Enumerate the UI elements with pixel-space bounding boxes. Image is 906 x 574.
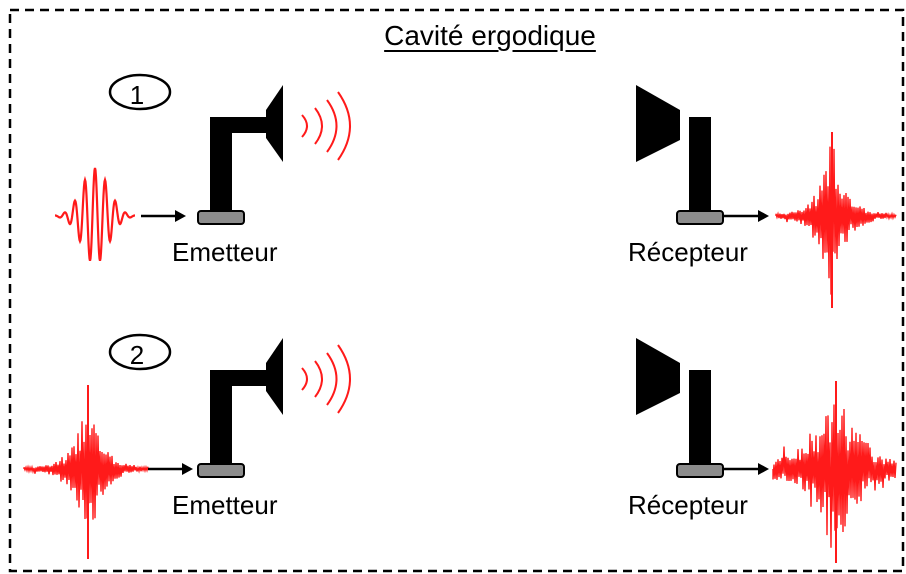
step-1-number-badge bbox=[108, 73, 172, 111]
step-2-received-focused-signal bbox=[772, 404, 897, 548]
step-2-sound-wave-1 bbox=[301, 367, 308, 391]
step-2-output-arrow-right-icon bbox=[758, 463, 769, 475]
step-2-emitter-label: Emetteur bbox=[172, 490, 278, 520]
step-1-input-pulse bbox=[55, 167, 135, 261]
step-1-emitter-stand bbox=[210, 117, 266, 216]
step-2-emitter-horn-icon bbox=[266, 338, 283, 415]
step-2-input-reversed-signal bbox=[23, 421, 149, 520]
step-1-receiver-base bbox=[676, 210, 724, 225]
step-2-receiver-horn-icon bbox=[636, 338, 680, 415]
step-2-emitter-base bbox=[197, 463, 245, 478]
cavity-boundary bbox=[8, 8, 905, 573]
step-1-number: 1 bbox=[129, 80, 145, 110]
step-1-emitter-horn-icon bbox=[266, 85, 283, 162]
step-2-receiver-base bbox=[676, 463, 724, 478]
step-1-receiver-stand bbox=[689, 117, 711, 216]
step-2-emitter-stand bbox=[210, 370, 266, 469]
step-2-number: 2 bbox=[129, 340, 145, 370]
step-2-sound-wave-4 bbox=[337, 344, 351, 414]
step-2-receiver-label: Récepteur bbox=[628, 490, 748, 520]
step-1-sound-wave-1 bbox=[301, 114, 308, 138]
step-1-input-arrow-right-icon bbox=[175, 210, 186, 222]
step-2-number-badge bbox=[108, 333, 172, 371]
step-1-receiver-label: Récepteur bbox=[628, 237, 748, 267]
step-1-receiver-horn-icon bbox=[636, 85, 680, 162]
step-2-sound-wave-3 bbox=[326, 352, 338, 406]
step-1-emitter-label: Emetteur bbox=[172, 237, 278, 267]
step-2-input-arrow-right-icon bbox=[182, 463, 193, 475]
step-1-sound-wave-2 bbox=[314, 107, 323, 145]
step-1-output-arrow-right-icon bbox=[758, 210, 769, 222]
step-2-receiver-stand bbox=[689, 370, 711, 469]
step-1-sound-wave-4 bbox=[337, 91, 351, 161]
step-1-emitter-base bbox=[197, 210, 245, 225]
step-2-sound-wave-2 bbox=[314, 360, 323, 398]
step-1-sound-wave-3 bbox=[326, 99, 338, 153]
diagram-title: Cavité ergodique bbox=[384, 20, 596, 51]
step-1-received-impulse bbox=[775, 146, 897, 295]
